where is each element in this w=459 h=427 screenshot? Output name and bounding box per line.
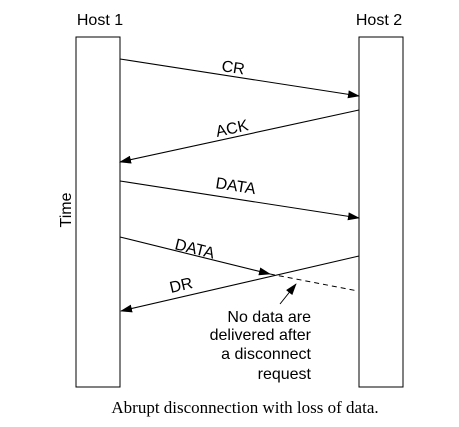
cr-label: CR: [220, 58, 245, 78]
data-label-2: DATA: [173, 236, 217, 262]
data-arrow-2: [119, 236, 271, 276]
ack-label: ACK: [214, 117, 250, 141]
data-label-1: DATA: [214, 175, 257, 198]
dr-arrow: [120, 255, 360, 313]
annotation-pointer: [279, 283, 297, 305]
host-2-label: Host 2: [356, 12, 402, 29]
annotation-line-4: request: [258, 366, 312, 383]
data-arrow-1: [119, 180, 360, 221]
time-axis-label: Time: [58, 192, 75, 227]
host-2-timeline: [358, 36, 404, 388]
data-lost-path: [269, 273, 359, 292]
annotation-line-1: No data are: [227, 309, 311, 326]
host-1-timeline: [75, 36, 121, 388]
dr-label: DR: [168, 275, 194, 297]
cr-arrow: [119, 58, 360, 99]
ack-arrow: [119, 109, 360, 164]
figure-caption: Abrupt disconnection with loss of data.: [111, 398, 378, 417]
annotation-line-2: delivered after: [210, 327, 312, 344]
annotation-line-3: a disconnect: [221, 346, 311, 363]
host-1-label: Host 1: [77, 12, 123, 29]
